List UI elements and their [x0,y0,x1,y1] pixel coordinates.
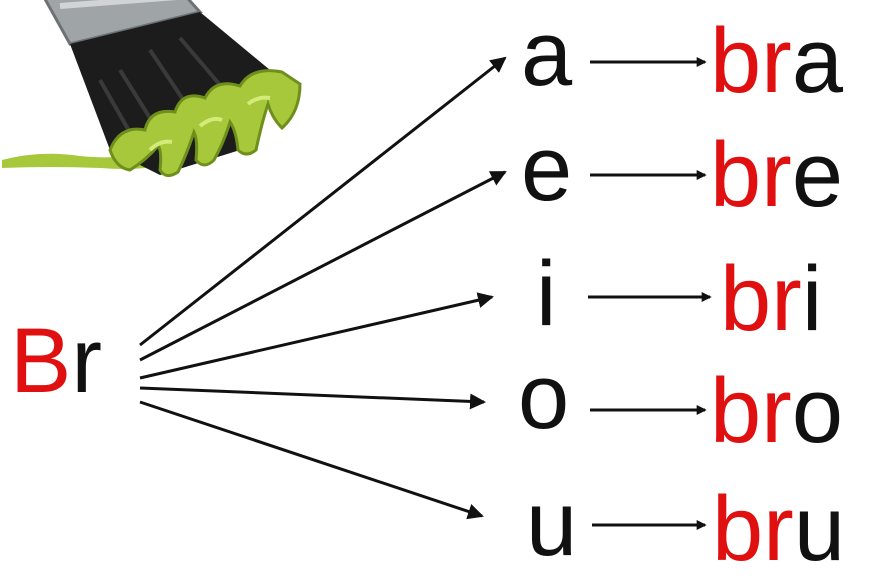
vowel-i: i [536,243,556,345]
row-o: o bro [518,346,843,462]
result-bra: bra [710,10,844,112]
result-bri: bri [720,248,822,350]
row-i: i bri [536,243,822,350]
result-vowel-o: o [792,360,843,462]
source-prefix: B [10,310,71,412]
result-vowel-i: i [802,248,822,350]
result-bru: bru [712,478,845,578]
source-label: Br [10,310,102,412]
arrow-to-a [139,56,507,347]
arrow-to-i [139,292,494,380]
result-prefix-e: br [710,124,792,226]
vowel-u: u [526,473,577,575]
row-u: u bru [526,473,845,578]
row-e: e bre [521,118,843,226]
result-prefix-o: br [710,360,792,462]
vowel-e: e [521,118,572,220]
arrow-to-e [139,170,507,362]
result-prefix-a: br [710,10,792,112]
vowel-a: a [521,3,573,105]
arrow-to-o [139,386,486,410]
result-vowel-u: u [794,478,845,578]
paint-brush-icon [2,0,302,177]
fan-arrows [139,56,507,520]
result-prefix-u: br [712,478,794,578]
vowel-o: o [518,346,569,448]
arrow-to-u [139,400,484,520]
result-bro: bro [710,360,843,462]
result-bre: bre [710,124,843,226]
row-a: a bra [521,3,844,112]
result-prefix-i: br [720,248,802,350]
source-rest: r [71,310,102,412]
result-vowel-e: e [792,124,843,226]
result-vowel-a: a [792,10,844,112]
